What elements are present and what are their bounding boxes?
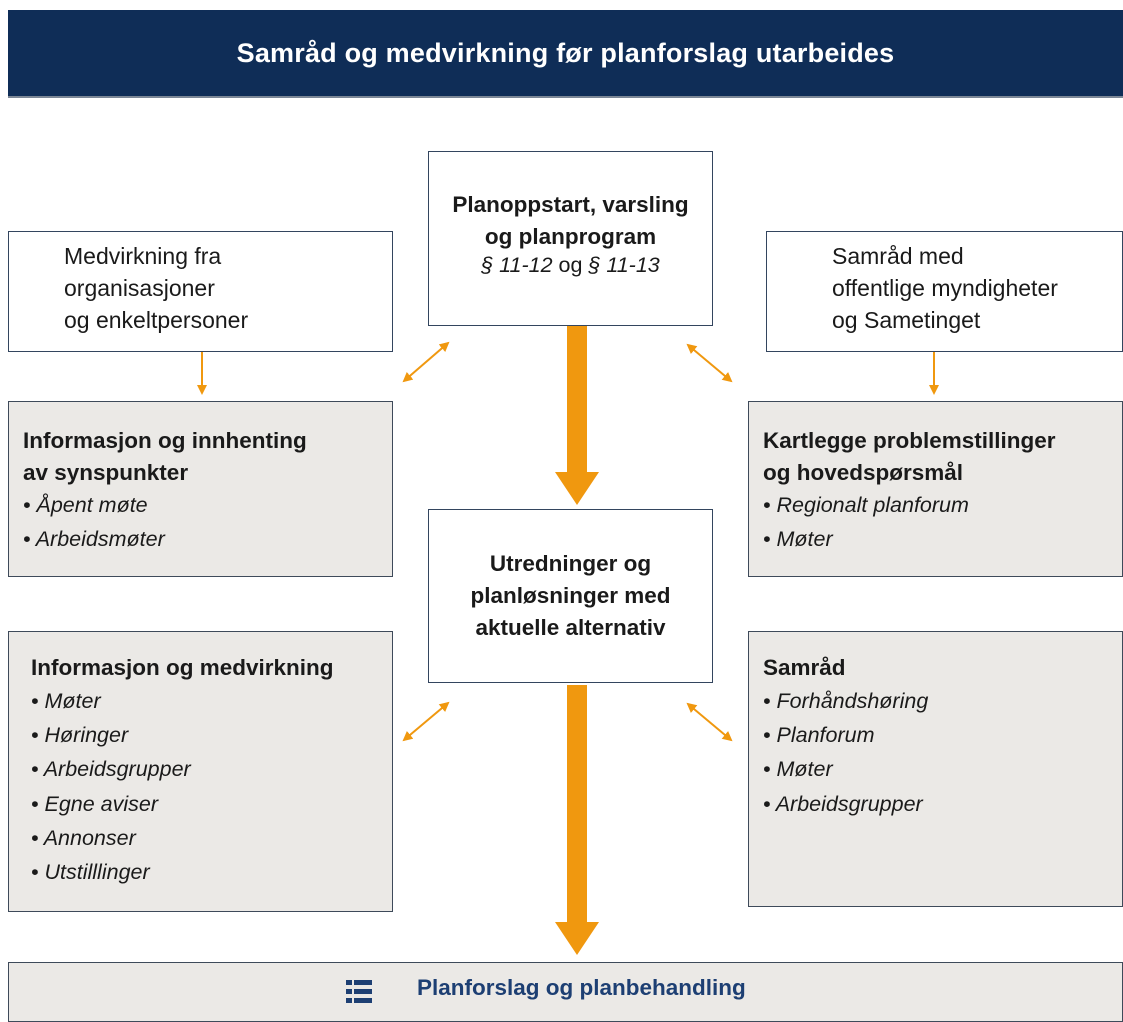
samrad-box: Samråd • Forhåndshøring • Planforum • Mø… bbox=[748, 631, 1123, 907]
list-item: • Møter bbox=[763, 757, 833, 782]
list-item: • Annonser bbox=[31, 826, 136, 851]
medvirkning-source-box: Medvirkning fra organisasjoner og enkelt… bbox=[8, 231, 393, 352]
samrad-source-line3: og Sametinget bbox=[832, 307, 981, 334]
informasjon-innhenting-heading-line2: av synspunkter bbox=[23, 459, 189, 485]
main-flow-arrow-upper bbox=[555, 325, 599, 505]
list-item: • Åpent møte bbox=[23, 493, 148, 517]
lower-right-double-arrow bbox=[686, 702, 733, 742]
lower-left-double-arrow bbox=[402, 701, 450, 742]
planforslag-label: Planforslag og planbehandling bbox=[417, 975, 746, 1000]
samrad-source-box: Samråd med offentlige myndigheter og Sam… bbox=[766, 231, 1123, 352]
samrad-source-line1: Samråd med bbox=[832, 243, 964, 269]
list-item: • Arbeidsgrupper bbox=[31, 757, 191, 782]
list-item: • Høringer bbox=[31, 722, 129, 747]
kartlegge-heading-line2: og hovedspørsmål bbox=[763, 459, 964, 485]
planoppstart-refs: § 11-12 og § 11-13 bbox=[429, 253, 712, 278]
informasjon-medvirkning-heading: Informasjon og medvirkning bbox=[31, 655, 334, 680]
kartlegge-box: Kartlegge problemstillinger og hovedspør… bbox=[748, 401, 1123, 577]
list-icon bbox=[346, 980, 372, 1003]
planoppstart-box: Planoppstart, varsling og planprogram § … bbox=[428, 151, 713, 326]
planoppstart-heading-line2: og planprogram bbox=[484, 223, 657, 249]
list-item: • Møter bbox=[31, 688, 101, 713]
medvirkning-line2: organisasjoner bbox=[64, 275, 215, 302]
utredninger-box: Utredninger og planløsninger med aktuell… bbox=[428, 509, 713, 683]
planforslag-bar[interactable]: Planforslag og planbehandling bbox=[8, 962, 1123, 1022]
ref-connector: og bbox=[558, 252, 583, 277]
ref-11-13: § 11-13 bbox=[588, 252, 660, 277]
list-item: • Arbeidsmøter bbox=[23, 527, 165, 552]
list-item: • Regionalt planforum bbox=[763, 493, 969, 517]
list-item: • Arbeidsgrupper bbox=[763, 791, 923, 816]
informasjon-medvirkning-box: Informasjon og medvirkning • Møter • Hør… bbox=[8, 631, 393, 912]
list-item: • Planforum bbox=[763, 722, 875, 747]
list-item: • Utstilllinger bbox=[31, 860, 150, 885]
samrad-source-line2: offentlige myndigheter bbox=[832, 275, 1058, 302]
informasjon-innhenting-heading-line1: Informasjon og innhenting bbox=[23, 428, 307, 453]
upper-right-double-arrow bbox=[686, 343, 733, 383]
list-item: • Møter bbox=[763, 527, 833, 552]
kartlegge-heading-line1: Kartlegge problemstillinger bbox=[763, 428, 1056, 453]
informasjon-innhenting-box: Informasjon og innhenting av synspunkter… bbox=[8, 401, 393, 577]
utredninger-line1: Utredninger og bbox=[489, 551, 652, 576]
medvirkning-line3: og enkeltpersoner bbox=[64, 307, 249, 334]
medvirkning-line1: Medvirkning fra bbox=[64, 243, 222, 269]
title-banner: Samråd og medvirkning før planforslag ut… bbox=[8, 10, 1123, 98]
main-flow-arrow-lower bbox=[555, 685, 599, 955]
diagram-title: Samråd og medvirkning før planforslag ut… bbox=[236, 37, 895, 68]
ref-11-12: § 11-12 bbox=[481, 252, 553, 277]
planoppstart-heading-line1: Planoppstart, varsling bbox=[452, 192, 689, 217]
samrad-heading: Samråd bbox=[763, 655, 846, 680]
utredninger-line3: aktuelle alternativ bbox=[475, 614, 666, 640]
list-item: • Egne aviser bbox=[31, 791, 159, 816]
list-item: • Forhåndshøring bbox=[763, 688, 929, 713]
utredninger-line2: planløsninger med bbox=[470, 582, 671, 608]
upper-left-double-arrow bbox=[402, 341, 450, 383]
